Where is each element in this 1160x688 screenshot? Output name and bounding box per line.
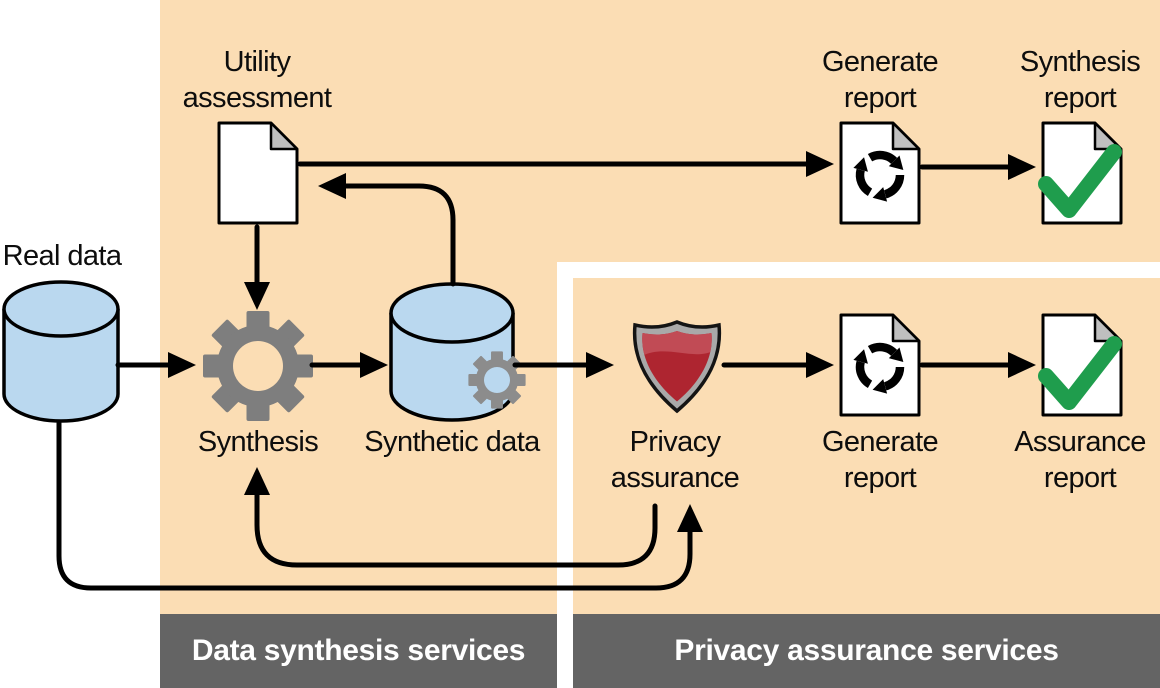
data-synthesis-services-bar: Data synthesis services: [160, 614, 557, 688]
synthesis-report-label: Synthesis report: [1019, 46, 1141, 114]
check-icon: [1038, 336, 1122, 410]
assurance-report-label: Assurance report: [1014, 426, 1146, 494]
gear-icon: [203, 311, 313, 421]
cycle-arrows-icon: [853, 150, 905, 202]
check-icon: [1038, 144, 1122, 218]
database-gear-icon: [389, 282, 526, 422]
document-check-icon: [1038, 313, 1123, 417]
flow-arrows: [56, 151, 1036, 591]
panel-top-background: [160, 0, 1160, 262]
document-cycle-icon: [839, 121, 921, 225]
database-icon: [2, 280, 120, 423]
synthetic-data-label: Synthetic data: [364, 426, 540, 458]
privacy-assurance-services-label: Privacy assurance services: [674, 634, 1059, 667]
document-cycle-icon: [839, 313, 921, 417]
cycle-arrows-icon: [853, 342, 905, 394]
document-check-icon: [1038, 121, 1123, 225]
generate-report-bottom-label: Generate report: [821, 426, 939, 494]
privacy-assurance-label: Privacy assurance: [610, 426, 740, 494]
privacy-assurance-services-bar: Privacy assurance services: [573, 614, 1160, 688]
real-data-label: Real data: [2, 240, 122, 272]
document-icon: [217, 121, 299, 225]
generate-report-top-label: Generate report: [821, 46, 939, 114]
utility-assessment-label: Utility assessment: [182, 46, 332, 114]
data-synthesis-services-label: Data synthesis services: [191, 634, 526, 667]
shield-icon: [632, 320, 722, 414]
synthesis-label: Synthesis: [197, 426, 319, 458]
